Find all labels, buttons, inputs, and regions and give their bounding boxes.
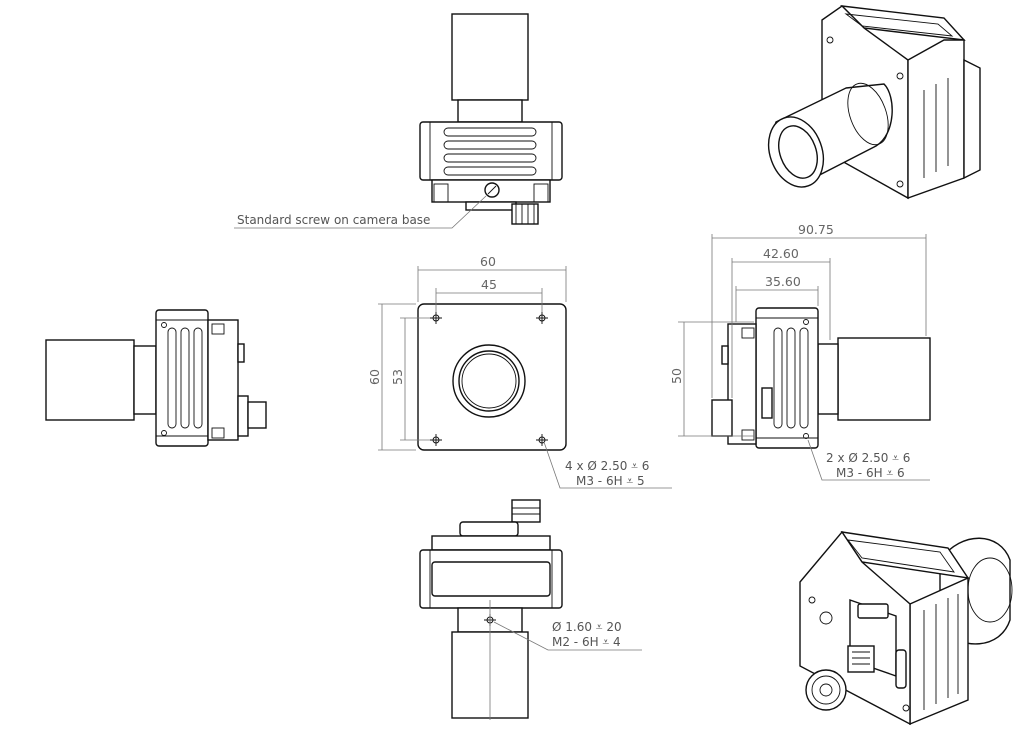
top-view-vent: [443, 166, 537, 176]
dim-width-outer: 60: [480, 254, 496, 269]
iso-view-front: [767, 5, 981, 200]
top-view-lens: [451, 13, 529, 101]
side-view-vent: [799, 327, 809, 429]
bottom-view-label-area: [431, 561, 551, 597]
left-view-body: [155, 309, 209, 447]
bottom-view-connector: [511, 499, 541, 523]
front-hole-leader: [543, 441, 672, 489]
side-hole-leader: [807, 439, 930, 481]
bottom-view-body: [419, 549, 563, 609]
iso-rear-side: [909, 576, 969, 726]
screw-callout: Standard screw on camera base: [237, 213, 430, 227]
dim-width-inner: 45: [481, 277, 497, 292]
side-view-vent: [773, 327, 783, 429]
side-view-vent: [786, 327, 796, 429]
side-view-connector: [711, 399, 733, 437]
top-view-body: [419, 121, 563, 181]
dim-height-inner: 53: [390, 369, 405, 385]
front-view: 60 45 60 53 4 x Ø 2.50 ⩡ 6 M3 - 6H ⩡ 5: [367, 254, 672, 489]
side-view-port: [761, 387, 773, 419]
side-view-lens: [837, 337, 931, 421]
left-view: [45, 309, 267, 447]
left-view-back: [207, 319, 239, 441]
left-view-lens-mount: [133, 345, 157, 415]
dim-total: 90.75: [798, 222, 834, 237]
top-view: Standard screw on camera base: [234, 13, 563, 229]
side-view-lens-mount: [817, 343, 839, 415]
top-view-rear-plate: [465, 201, 517, 211]
front-hole-note-1: 4 x Ø 2.50 ⩡ 6: [565, 459, 649, 473]
top-view-vent: [443, 153, 537, 163]
left-view-connector: [247, 401, 267, 429]
top-view-lens-mount: [457, 99, 523, 123]
left-view-lens: [45, 339, 135, 421]
bottom-view-rear: [431, 535, 551, 551]
front-view-lens-outer: [452, 344, 526, 418]
left-view-vent: [167, 327, 177, 429]
side-hole-note-1: 2 x Ø 2.50 ⩡ 6: [826, 451, 910, 465]
iso-ethernet-port: [847, 645, 875, 673]
iso-view-rear: [799, 530, 1013, 726]
bottom-view: Ø 1.60 ⩡ 20 M2 - 6H ⩡ 4: [419, 499, 642, 720]
side-view: 90.75 42.60 35.60 50 2 x Ø 2.50 ⩡ 6 M3 -…: [669, 222, 931, 481]
dim-height: 50: [669, 368, 684, 384]
bottom-hole-leader: [493, 621, 642, 651]
iso-usb-port: [895, 649, 907, 689]
top-view-vent: [443, 140, 537, 150]
top-view-connector: [511, 203, 539, 225]
dim-height-outer: 60: [367, 369, 382, 385]
side-hole-note-2: M3 - 6H ⩡ 6: [836, 466, 905, 480]
front-hole-note-2: M3 - 6H ⩡ 5: [576, 474, 645, 488]
bottom-view-port: [459, 521, 519, 537]
iso-lens-face: [767, 116, 825, 188]
front-view-lens-ring: [458, 350, 520, 412]
dim-mid: 42.60: [763, 246, 799, 261]
top-view-vent: [443, 127, 537, 137]
left-view-vent: [193, 327, 203, 429]
bottom-hole-note-2: M2 - 6H ⩡ 4: [552, 635, 621, 649]
left-view-vent: [180, 327, 190, 429]
screw-leader: [234, 195, 487, 229]
dim-short: 35.60: [765, 274, 801, 289]
bottom-hole-note-1: Ø 1.60 ⩡ 20: [552, 620, 622, 634]
